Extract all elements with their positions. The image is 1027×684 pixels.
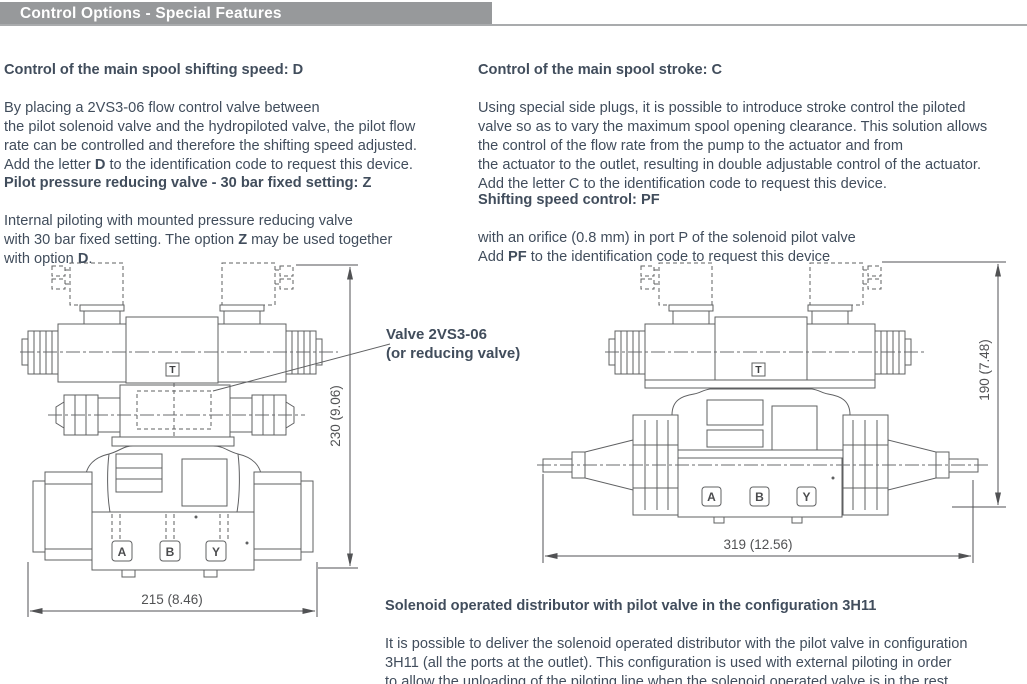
paragraph-heading: Shifting speed control: PF <box>478 192 660 208</box>
port-y-badge: Y <box>796 486 817 507</box>
port-b-badge: B <box>749 486 770 507</box>
main-valve-body: A B Y <box>677 457 843 524</box>
tank-port-box: T <box>165 362 180 377</box>
paragraph-spool-stroke: Control of the main spool stroke: C Usin… <box>478 42 1024 213</box>
right-valve-diagram: T <box>537 261 1006 563</box>
callout-leader-line <box>212 343 390 392</box>
cable-connector-right <box>807 262 882 325</box>
paragraph-heading: Control of the main spool shifting speed… <box>4 62 304 78</box>
paragraph-3h11-note: Solenoid operated distributor with pilot… <box>385 578 1025 684</box>
paragraph-body: By placing a 2VS3-06 flow control valve … <box>4 100 417 173</box>
paragraph-heading: Control of the main spool stroke: C <box>478 62 723 78</box>
pilot-valve: T <box>608 262 912 384</box>
paragraph-body: with an orifice (0.8 mm) in port P of th… <box>478 230 856 265</box>
paragraph-body: Internal piloting with mounted pressure … <box>4 213 393 267</box>
port-y-label: Y <box>212 545 220 559</box>
paragraph-heading: Solenoid operated distributor with pilot… <box>385 598 877 614</box>
valve-callout-label: Valve 2VS3-06 (or reducing valve) <box>386 326 521 362</box>
main-valve-casting <box>84 436 263 513</box>
port-b-label: B <box>755 490 764 504</box>
cable-connector-left <box>640 262 714 325</box>
saddle-casting <box>644 379 876 459</box>
port-y-label: Y <box>802 490 810 504</box>
right-width-dimension: 319 (12.56) <box>723 537 792 552</box>
right-height-dimension: 190 (7.48) <box>977 339 992 401</box>
port-y-badge: Y <box>205 540 227 562</box>
paragraph-body: Using special side plugs, it is possible… <box>478 100 988 192</box>
centerlines <box>537 351 990 466</box>
section-header-bar: Control Options - Special Features <box>0 2 492 25</box>
left-valve-diagram: T <box>20 262 390 617</box>
paragraph-heading: Pilot pressure reducing valve - 30 bar f… <box>4 175 372 191</box>
port-a-label: A <box>118 545 127 559</box>
left-height-dimension: 230 (9.06) <box>328 385 343 447</box>
dimension-lines: 215 (8.46) 230 (9.06) <box>27 264 390 617</box>
header-rule <box>0 23 1027 26</box>
port-b-badge: B <box>159 540 181 562</box>
centerlines <box>20 351 338 416</box>
paragraph-body: It is possible to deliver the solenoid o… <box>385 636 968 684</box>
port-a-label: A <box>707 490 716 504</box>
port-a-badge: A <box>111 540 133 562</box>
port-b-label: B <box>166 545 175 559</box>
pilot-valve: T <box>21 262 323 384</box>
dimension-lines: 190 (7.48) 319 (12.56) <box>542 261 1006 563</box>
tank-port-label: T <box>169 364 176 376</box>
paragraph-speed-control-pf: Shifting speed control: PF with an orifi… <box>478 172 1024 286</box>
cable-connector-left <box>51 262 125 325</box>
port-a-badge: A <box>701 486 722 507</box>
main-valve-body: A B Y <box>32 471 314 578</box>
paragraph-reducing-valve: Pilot pressure reducing valve - 30 bar f… <box>4 155 470 288</box>
tank-port-box: T <box>751 362 766 377</box>
left-width-dimension: 215 (8.46) <box>141 592 203 607</box>
cable-connector-right <box>219 262 294 325</box>
paragraph-shifting-speed: Control of the main spool shifting speed… <box>4 42 470 194</box>
tank-port-label: T <box>755 364 762 376</box>
page-title: Control Options - Special Features <box>20 5 282 22</box>
